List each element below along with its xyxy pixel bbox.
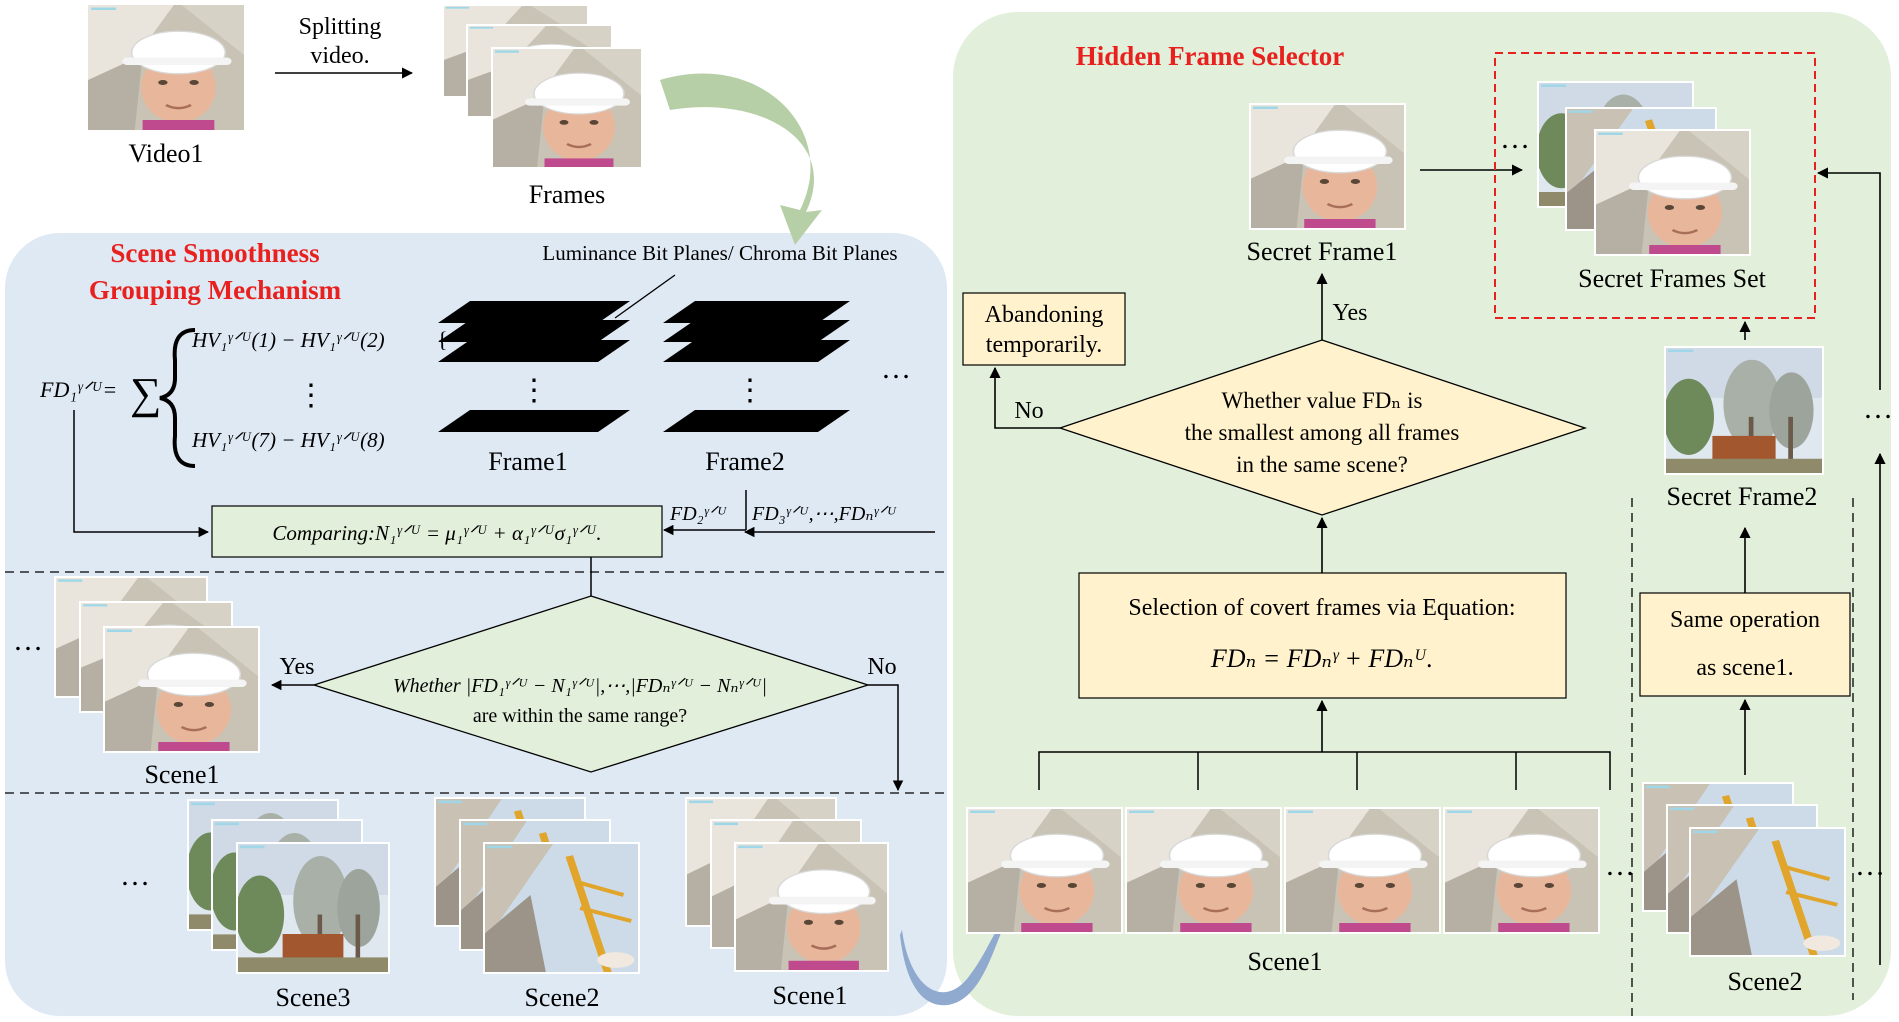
same-op-box: [1639, 592, 1851, 697]
scene1-top-ellipsis: …: [13, 624, 43, 657]
scene1-right-label: Scene1: [1247, 947, 1322, 976]
frame1-bit-planes: [438, 301, 630, 432]
frames-label: Frames: [529, 180, 606, 209]
right-no-arrow: [989, 366, 1060, 429]
comparing-text: Comparing:N₁ᵞᐟᵁ = μ₁ᵞᐟᵁ + α₁ᵞᐟᵁσ₁ᵞᐟᵁ.: [272, 521, 601, 545]
secret-set-ellipsis: …: [1500, 122, 1530, 155]
left-no-label: No: [867, 654, 896, 680]
sum-symbol: ∑: [130, 369, 161, 418]
curved-flow-arrow: [660, 73, 822, 245]
scene1-frames-row: [966, 807, 1600, 934]
right-decision-line1: Whether value FDₙ is: [1222, 388, 1423, 413]
frame1-label: Frame1: [488, 447, 567, 476]
left-decision-line1: Whether |FD₁ᵞᐟᵁ − N₁ᵞᐟᵁ|,⋯,|FDₙᵞᐟᵁ − Nₙᵞ…: [393, 675, 767, 697]
right-panel-title: Hidden Frame Selector: [1076, 41, 1344, 71]
frame2-bit-planes: [663, 301, 850, 432]
far-right-to-set-arrow: [1816, 167, 1881, 390]
abandon-line2: temporarily.: [986, 332, 1102, 358]
comparing-box: [211, 505, 663, 558]
bit-planes-label: Luminance Bit Planes/ Chroma Bit Planes: [542, 241, 897, 265]
abandon-box: [962, 292, 1126, 366]
frames-ellipsis: …: [881, 352, 911, 385]
secret-frame1-image: [1250, 104, 1405, 229]
left-decision-diamond: [311, 595, 871, 773]
selection-box: [1078, 572, 1567, 699]
scene2-stack-left: [434, 797, 640, 974]
right-decision-diamond: [1057, 339, 1588, 516]
selection-line1: Selection of covert frames via Equation:: [1128, 595, 1515, 621]
video1-thumbnail: [88, 5, 244, 130]
selection-line2: FDₙ = FDₙᵞ + FDₙᵁ.: [1210, 644, 1433, 673]
scene1-top-stack: [54, 576, 260, 753]
split-label-line1: Splitting: [299, 14, 382, 40]
hv-vdots: ⋮: [296, 379, 326, 412]
scene1-top-label: Scene1: [144, 760, 219, 789]
left-decision-line2: are within the same range?: [473, 705, 687, 727]
far-right-ellipsis-1: …: [1863, 392, 1893, 425]
scene2-label-left: Scene2: [524, 983, 599, 1012]
left-no-arrow: [868, 684, 904, 792]
scene1-bottom-label: Scene1: [772, 981, 847, 1010]
scene3-ellipsis: …: [120, 859, 150, 892]
scene1-bottom-stack: [685, 797, 889, 972]
same-op-line1: Same operation: [1670, 607, 1820, 633]
bit-planes-pointer: [614, 274, 676, 319]
fd3n-label: FD₃ᵞᐟᵁ,⋯,FDₙᵞᐟᵁ: [751, 503, 898, 525]
far-right-ellipsis-2: …: [1855, 849, 1885, 882]
left-brace: [159, 328, 196, 468]
right-decision-line2: the smallest among all frames: [1185, 420, 1460, 445]
frame1-vdots: ⋮: [519, 374, 549, 407]
left-yes-label: Yes: [280, 654, 315, 680]
fd1-to-comparing-line: [73, 410, 210, 538]
scene3-stack: [187, 799, 390, 974]
split-label-line2: video.: [310, 43, 369, 69]
frame2-label: Frame2: [705, 447, 784, 476]
right-yes-label: Yes: [1333, 300, 1368, 326]
left-panel-title-line2: Grouping Mechanism: [89, 275, 342, 305]
frame2-vdots: ⋮: [735, 374, 765, 407]
secret-frame1-label: Secret Frame1: [1247, 237, 1398, 266]
right-no-label: No: [1014, 398, 1043, 424]
hv-row2: HV₁ᵞᐟᵁ(7) − HV₁ᵞᐟᵁ(8): [191, 428, 385, 452]
fd-lhs: FD₁ᵞᐟᵁ=: [39, 377, 117, 402]
hv-row1: HV₁ᵞᐟᵁ(1) − HV₁ᵞᐟᵁ(2): [191, 328, 385, 352]
secret-frames-set-box: [1494, 52, 1816, 319]
scene3-label: Scene3: [275, 983, 350, 1012]
scene1-frames-ellipsis: …: [1605, 849, 1635, 882]
frames-stack: [442, 4, 643, 169]
same-op-line2: as scene1.: [1696, 655, 1793, 681]
right-panel-background: [953, 12, 1891, 1016]
fd2-label: FD₂ᵞᐟᵁ: [669, 503, 728, 525]
scene1-bracket: [1038, 751, 1611, 790]
scene2-stack-right: [1642, 782, 1846, 957]
abandon-line1: Abandoning: [985, 302, 1104, 328]
right-decision-line3: in the same scene?: [1236, 452, 1408, 477]
scene2-right-label: Scene2: [1727, 967, 1802, 996]
secret-frames-set-stack: [1537, 81, 1751, 256]
left-panel-title-line1: Scene Smoothness: [110, 238, 319, 268]
video1-label: Video1: [129, 139, 204, 168]
secret-frame2-label: Secret Frame2: [1667, 482, 1818, 511]
secret-frame2-image: [1665, 347, 1823, 474]
secret-set-label: Secret Frames Set: [1578, 264, 1767, 293]
